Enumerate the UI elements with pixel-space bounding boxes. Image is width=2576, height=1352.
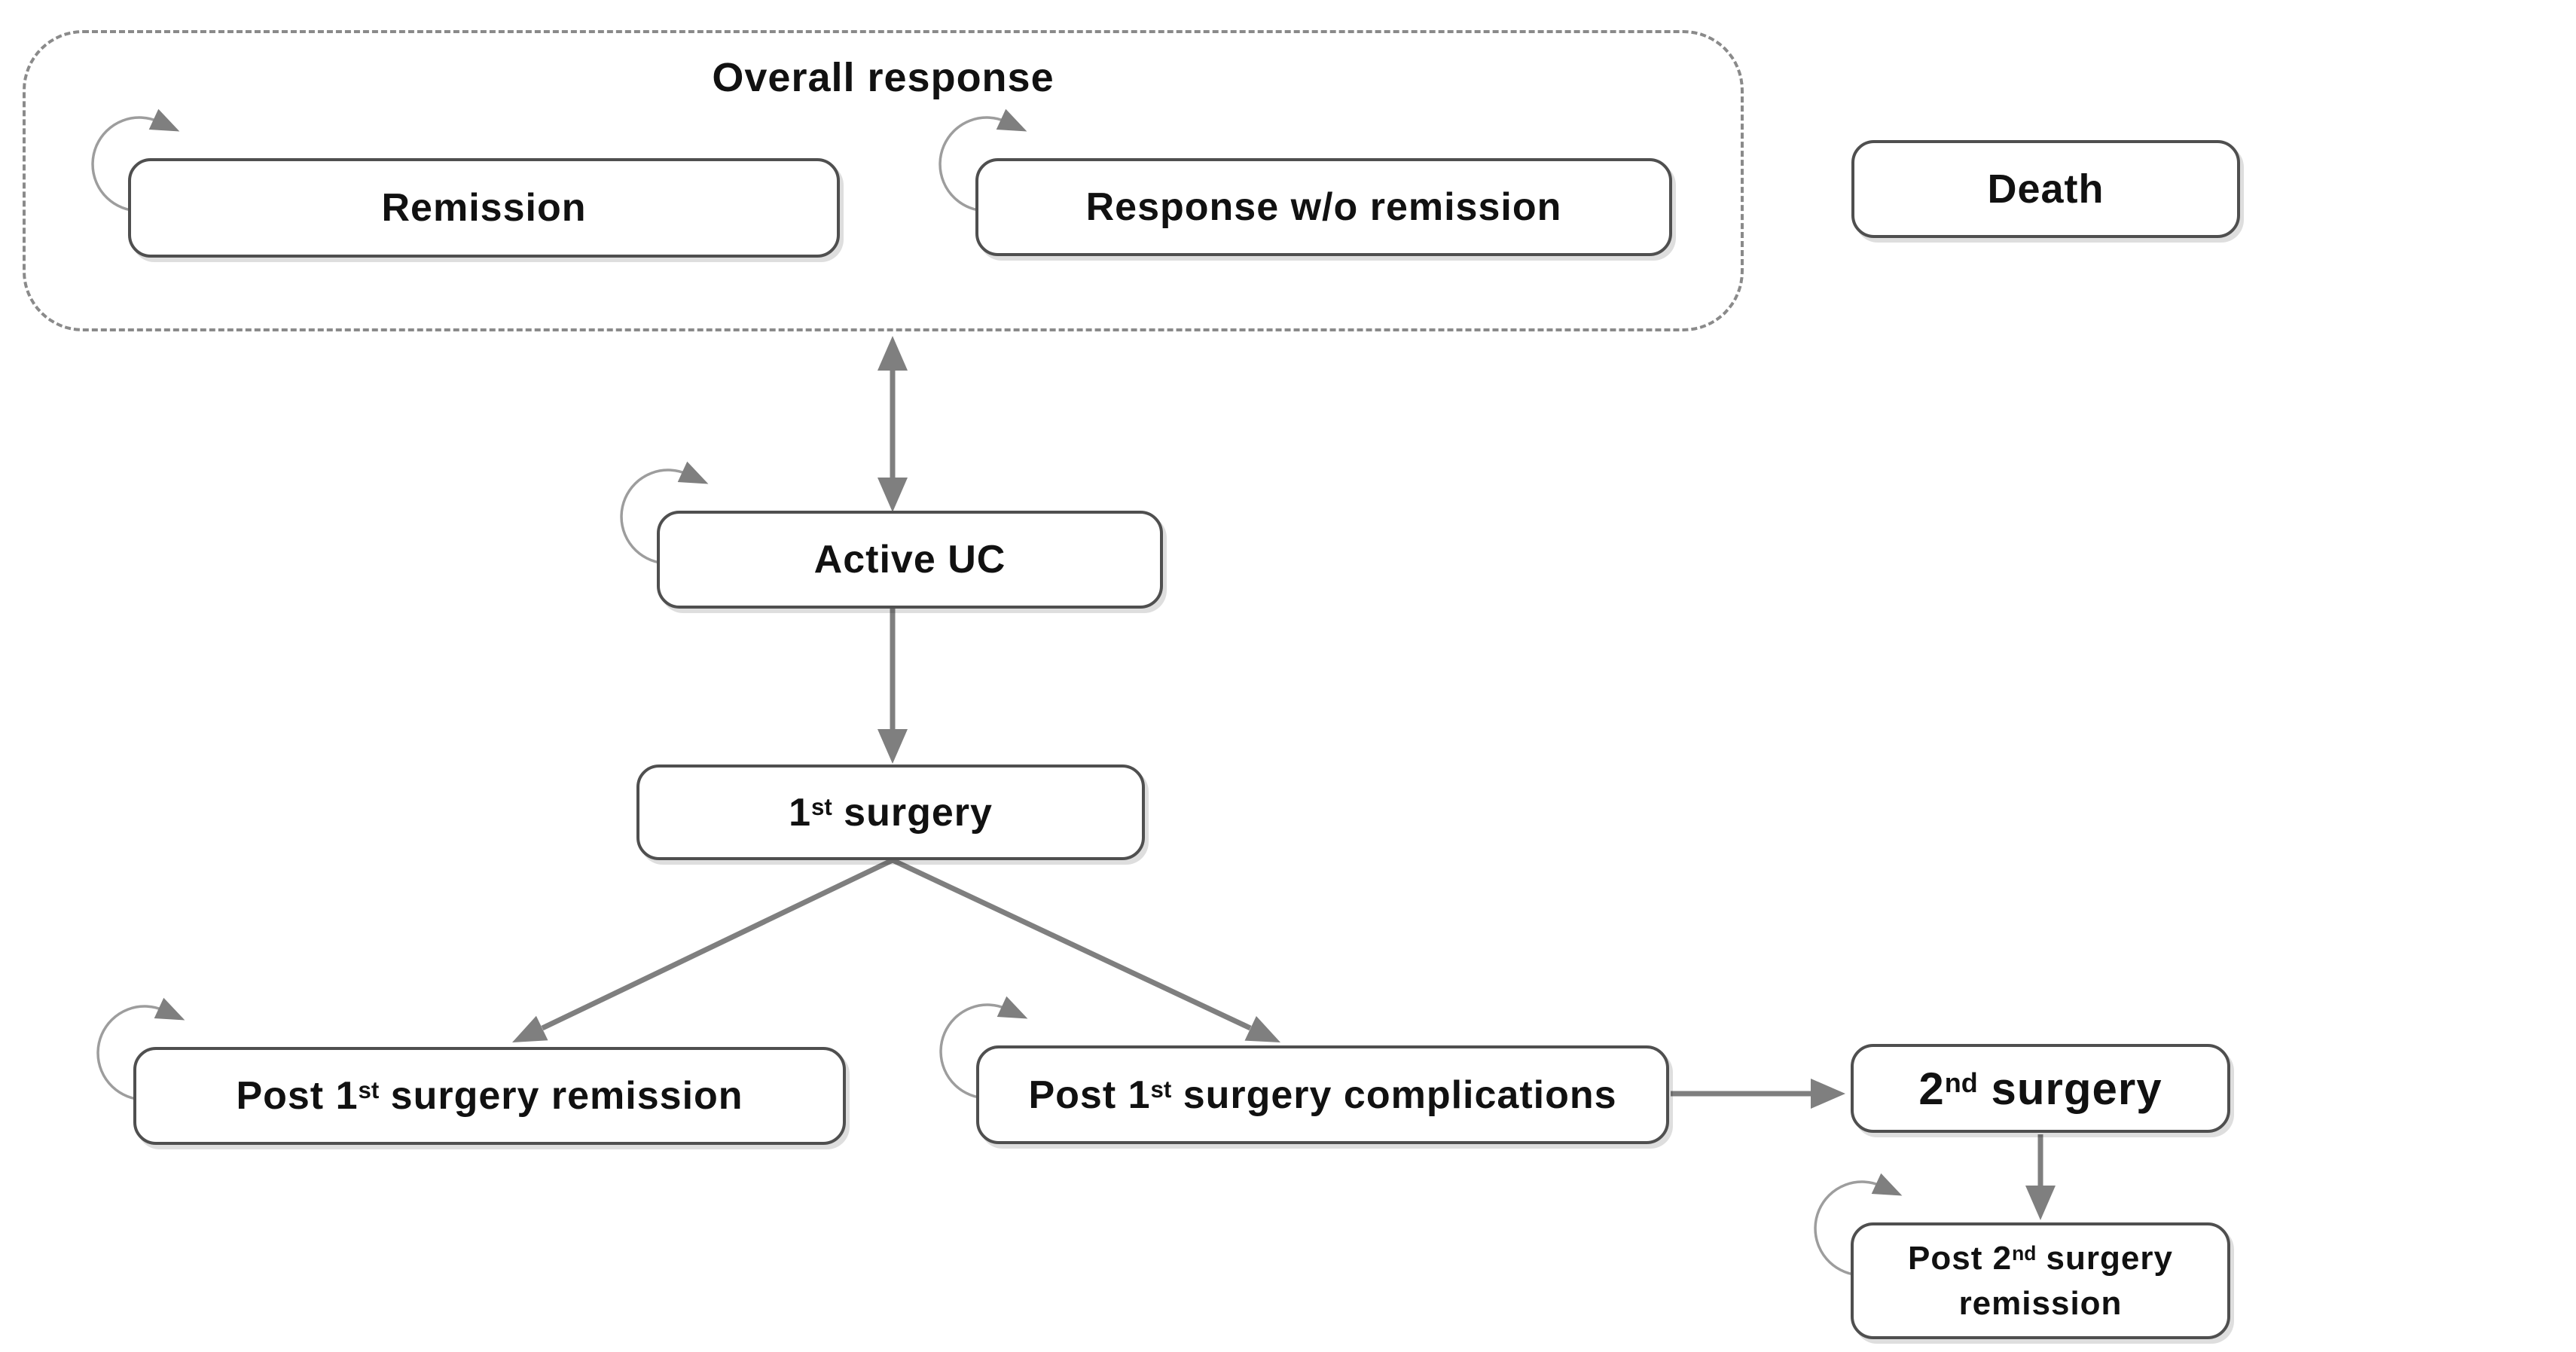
state-active-uc: Active UC bbox=[657, 511, 1163, 609]
arrow-overall-response-active-uc bbox=[877, 336, 908, 512]
state-active-uc-label: Active UC bbox=[813, 538, 1006, 581]
state-post-second-surgery-remission-line2: remission bbox=[1958, 1284, 2123, 1322]
arrow-post1-complications-second-surgery bbox=[1671, 1079, 1845, 1109]
state-post-first-surgery-complications-label: Post 1st surgery complications bbox=[1028, 1073, 1617, 1117]
state-post-second-surgery-remission-line1: Post 2nd surgery bbox=[1908, 1240, 2173, 1277]
overall-response-title: Overall response bbox=[712, 55, 1055, 100]
arrow-first-surgery-post1-remission bbox=[512, 857, 894, 1042]
state-post-first-surgery-complications: Post 1st surgery complications bbox=[976, 1045, 1669, 1144]
state-post-first-surgery-remission-label: Post 1st surgery remission bbox=[236, 1074, 743, 1118]
state-death: Death bbox=[1851, 140, 2240, 238]
state-death-label: Death bbox=[1987, 166, 2104, 212]
state-response-wo-remission-label: Response w/o remission bbox=[1085, 185, 1562, 229]
state-first-surgery: 1st surgery bbox=[636, 765, 1145, 860]
state-second-surgery: 2nd surgery bbox=[1851, 1044, 2230, 1133]
arrow-first-surgery-post1-complications bbox=[891, 857, 1280, 1042]
state-second-surgery-label: 2nd surgery bbox=[1918, 1063, 2162, 1114]
state-first-surgery-label: 1st surgery bbox=[789, 790, 993, 835]
overall-response-group: Overall response bbox=[23, 30, 1744, 331]
state-remission-label: Remission bbox=[381, 186, 587, 230]
state-post-second-surgery-remission: Post 2nd surgery remission bbox=[1851, 1222, 2230, 1339]
arrow-second-surgery-post2-remission bbox=[2025, 1134, 2056, 1220]
arrow-active-uc-first-surgery bbox=[877, 609, 908, 764]
state-post-first-surgery-remission: Post 1st surgery remission bbox=[133, 1047, 846, 1145]
state-remission: Remission bbox=[128, 158, 840, 258]
state-response-wo-remission: Response w/o remission bbox=[975, 158, 1672, 256]
